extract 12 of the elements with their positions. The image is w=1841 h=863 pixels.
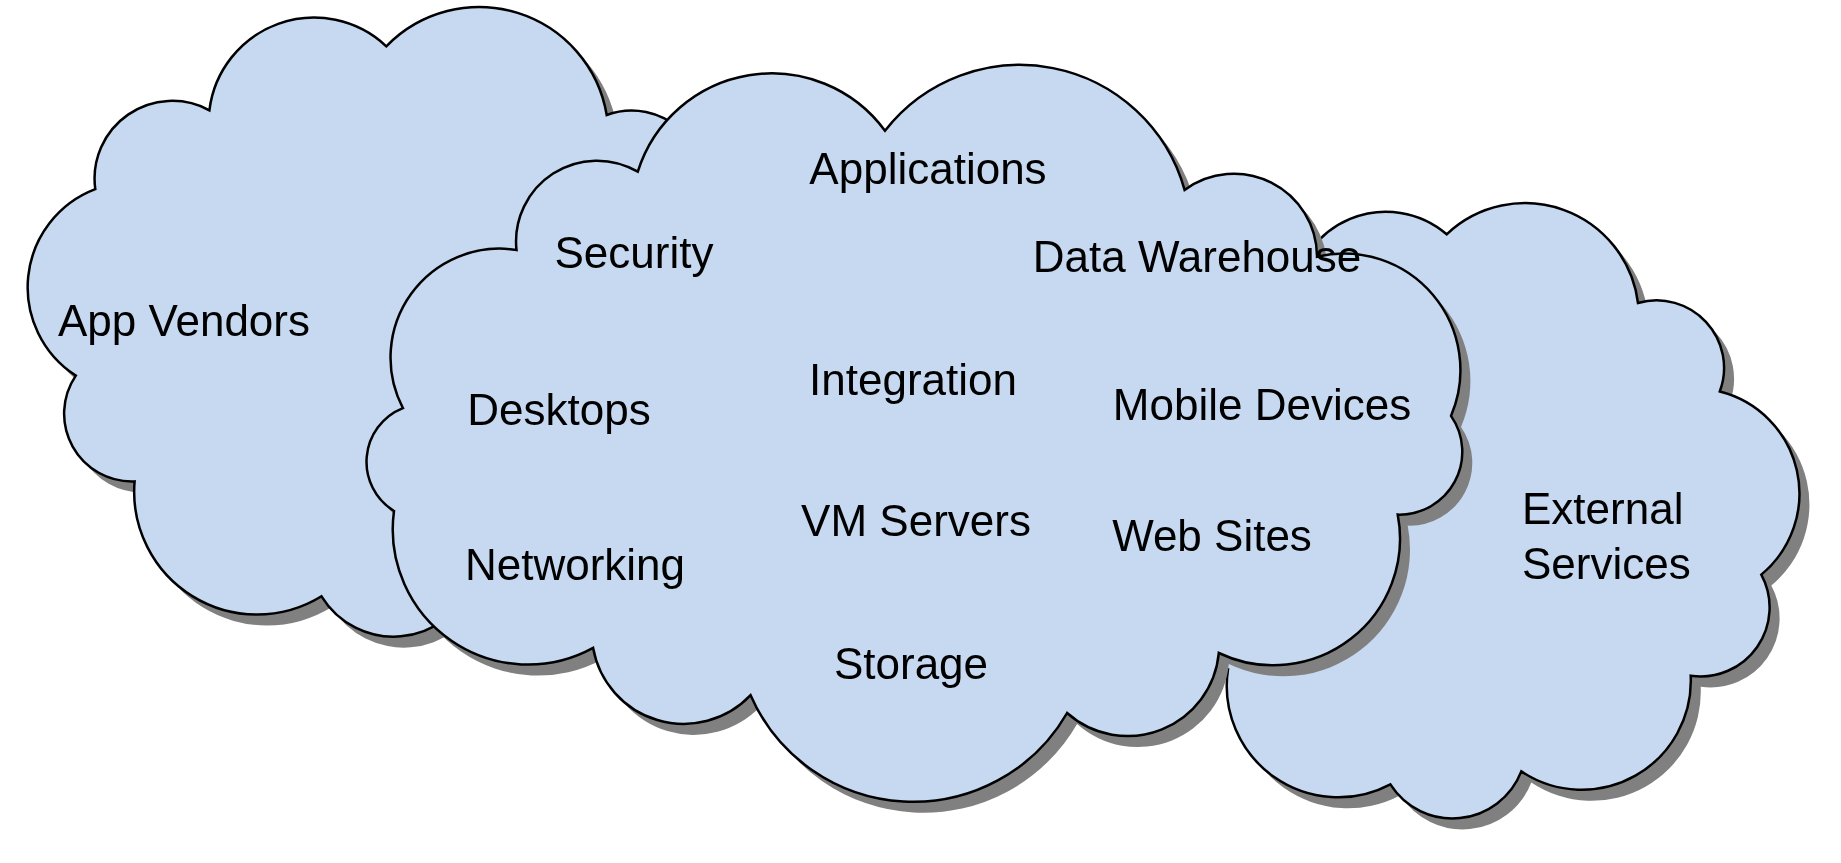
cloud-label: App Vendors bbox=[58, 294, 310, 347]
cloud-label: Integration bbox=[809, 353, 1017, 406]
cloud-label: Networking bbox=[464, 538, 686, 591]
cloud-label: Desktops bbox=[467, 383, 651, 436]
cloud-label: Mobile Devices bbox=[1112, 378, 1412, 431]
cloud-label: Data Warehouse bbox=[1032, 230, 1362, 283]
cloud-label: Storage bbox=[833, 637, 989, 690]
cloud-label: VM Servers bbox=[801, 494, 1031, 547]
cloud-label: Applications bbox=[809, 142, 1047, 195]
cloud-label: Security bbox=[554, 226, 714, 279]
cloud-label: External Services bbox=[1522, 483, 1692, 590]
cloud-label: Web Sites bbox=[1112, 509, 1312, 562]
